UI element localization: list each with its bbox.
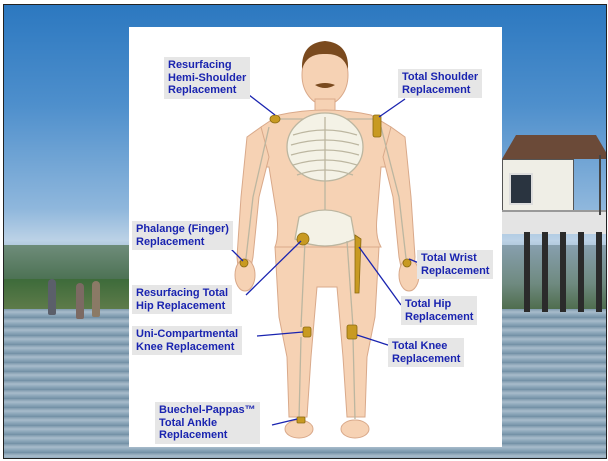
- leader-line-total-shoulder: [379, 99, 405, 117]
- label-total-shoulder: Total Shoulder Replacement: [398, 69, 482, 98]
- grass-shore: [4, 279, 129, 309]
- label-total-wrist: Total Wrist Replacement: [417, 250, 493, 279]
- beach-person: [48, 279, 56, 315]
- label-total-hip: Total Hip Replacement: [401, 296, 477, 325]
- stilt: [578, 232, 584, 312]
- label-uni-compartmental-knee: Uni-Compartmental Knee Replacement: [132, 326, 242, 355]
- label-phalange-finger: Phalange (Finger) Replacement: [132, 221, 233, 250]
- label-resurfacing-total-hip: Resurfacing Total Hip Replacement: [132, 285, 232, 314]
- stilt-house-window: [509, 173, 533, 205]
- label-resurfacing-hemi-shoulder: Resurfacing Hemi-Shoulder Replacement: [164, 57, 250, 99]
- distant-shore-right: [501, 245, 606, 309]
- slide: Resurfacing Hemi-Shoulder Replacement To…: [3, 4, 607, 459]
- leader-line-hemi-shoulder: [249, 95, 275, 115]
- distant-treeline: [4, 245, 129, 279]
- stilt: [560, 232, 566, 312]
- label-buechel-pappas-ankle: Buechel-Pappas™ Total Ankle Replacement: [155, 402, 260, 444]
- beach-person: [76, 283, 84, 319]
- stilt: [542, 232, 548, 312]
- stilt-house-roof: [502, 135, 607, 159]
- flag-pole: [599, 155, 601, 215]
- stilt: [524, 232, 530, 312]
- stilt-house-deck: [502, 210, 606, 234]
- beach-person: [92, 281, 100, 317]
- label-total-knee: Total Knee Replacement: [388, 338, 464, 367]
- stilt: [596, 232, 602, 312]
